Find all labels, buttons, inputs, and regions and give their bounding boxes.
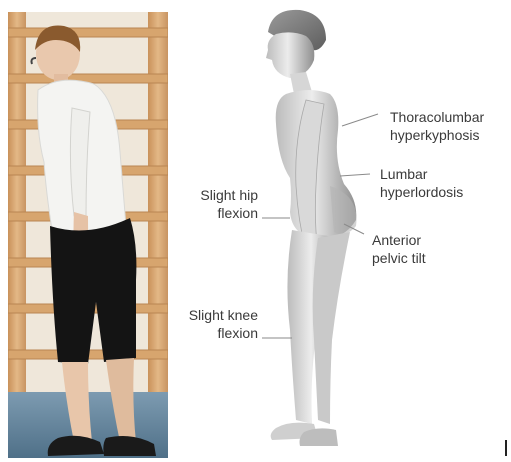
leader-lumbar [340, 174, 370, 176]
leader-thoracolumbar [342, 114, 378, 126]
figure-leg [313, 232, 350, 424]
label-lumbar-hyperlordosis: Lumbar hyperlordosis [380, 165, 463, 201]
label-slight-knee-flexion: Slight knee flexion [162, 306, 258, 342]
figure-head [266, 32, 314, 78]
label-thoracolumbar-hyperkyphosis: Thoracolumbar hyperkyphosis [390, 108, 484, 144]
label-slight-hip-flexion: Slight hip flexion [176, 186, 258, 222]
label-anterior-pelvic-tilt: Anterior pelvic tilt [372, 231, 426, 267]
edge-artifact [505, 440, 507, 456]
figure-body [266, 10, 356, 446]
